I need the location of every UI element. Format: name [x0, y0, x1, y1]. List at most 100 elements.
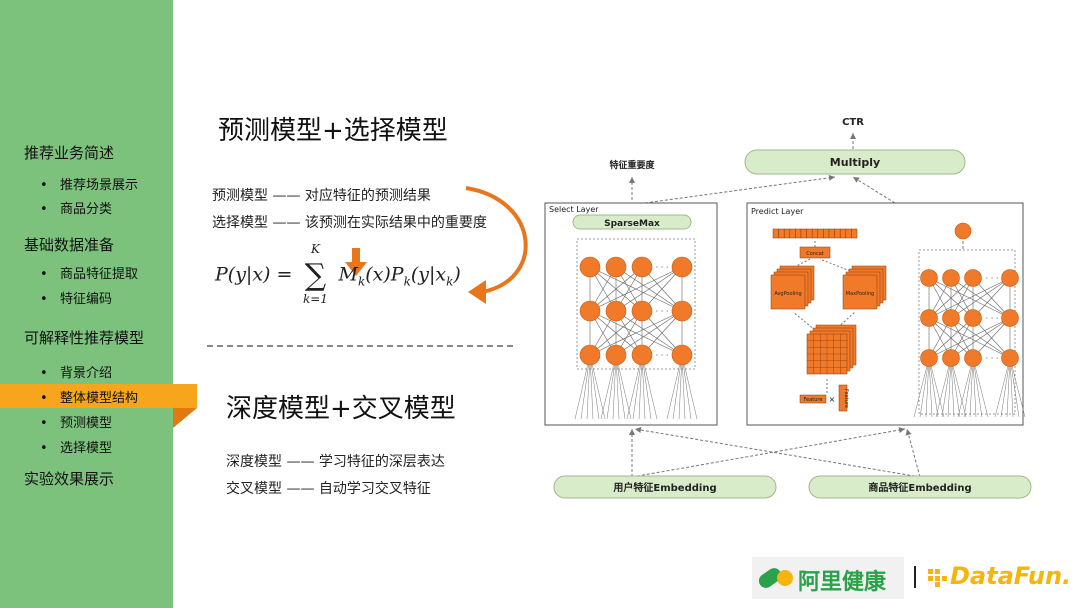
feature-row-vector [799, 394, 827, 404]
cross-model-description: 交叉模型 —— 自动学习交叉特征 [226, 481, 431, 497]
network-edge [615, 266, 683, 312]
formula-term-m: M [338, 263, 358, 286]
bullet-icon: • [40, 202, 48, 217]
formula-subscript: k [446, 274, 454, 289]
nav-item-feature-encoding[interactable]: •特征编码 [40, 288, 112, 307]
formula-sum: K ∑ k=1 [298, 242, 332, 306]
ellipsis-dots: · · · [656, 263, 669, 272]
nav-item-label: 商品分类 [60, 202, 113, 217]
user-embedding-label: 用户特征Embedding [612, 481, 716, 494]
logo-separator [914, 566, 916, 588]
input-edge [928, 357, 945, 418]
network-node [631, 344, 653, 366]
formula-upper-limit: K [310, 242, 320, 256]
bullet-icon: • [40, 366, 48, 381]
bullet-icon: • [40, 178, 48, 193]
nav-item-label: 整体模型结构 [60, 391, 139, 406]
network-node [964, 349, 982, 367]
nav-section-data-preparation[interactable]: 基础数据准备 [24, 236, 115, 254]
user-to-predict-arrow [631, 427, 906, 478]
input-edge [641, 354, 646, 420]
input-edge [589, 354, 606, 420]
nav-section-business-overview[interactable]: 推荐业务简述 [24, 144, 115, 162]
avgpooling-label: AvgPooling [774, 291, 801, 297]
input-edge [925, 357, 930, 418]
network-edge [950, 317, 1011, 359]
input-edge [1000, 357, 1011, 418]
select-to-multiply-arrow [644, 174, 836, 204]
concat-cell [806, 228, 813, 239]
input-edge [681, 354, 692, 420]
deep-net-frame [918, 249, 1016, 415]
input-edge [972, 357, 989, 418]
heading-prediction-selection: 预测模型+选择模型 [218, 116, 448, 146]
input-edge [589, 354, 594, 420]
nav-item-selection-model[interactable]: •选择模型 [40, 437, 112, 456]
concat-cell [828, 228, 835, 239]
network-edge [589, 266, 683, 312]
ellipsis-dots: · · · [986, 354, 999, 363]
ellipsis-dots: · · · [986, 314, 999, 323]
network-edge [950, 277, 1011, 319]
input-edge [600, 354, 617, 420]
network-node [671, 256, 693, 278]
concat-cell [783, 228, 791, 239]
nav-item-label: 特征编码 [60, 292, 113, 307]
item-to-predict-arrow [905, 428, 921, 478]
bullet-icon: • [40, 267, 48, 282]
input-edge [681, 354, 698, 420]
alihealth-text: 阿里健康 [798, 570, 887, 595]
concat-cell [795, 228, 802, 239]
nav-item-overall-structure[interactable]: •整体模型结构 [40, 387, 138, 406]
concat-cell [834, 228, 841, 239]
input-edge [947, 357, 952, 418]
sum-symbol: ∑ [304, 258, 327, 293]
input-edge [935, 357, 952, 418]
input-edge [589, 354, 600, 420]
network-node [1001, 349, 1019, 367]
input-edge [1009, 357, 1014, 418]
input-edge [957, 357, 974, 418]
network-node [671, 300, 693, 322]
formula-term-yx: (y|x [410, 263, 447, 286]
importance-label: 特征重要度 [609, 159, 655, 171]
network-edge [972, 317, 1011, 359]
nav-item-prediction-model[interactable]: •预测模型 [40, 412, 112, 431]
nav-item-scenario-showcase[interactable]: •推荐场景展示 [40, 174, 138, 193]
cross-symbol: × [829, 395, 836, 404]
input-edge [615, 354, 632, 420]
input-edge [678, 354, 683, 420]
network-edge [928, 277, 974, 319]
nav-item-feature-extraction[interactable]: • 商品特征提取 [40, 263, 138, 282]
input-edge [641, 354, 652, 420]
concat-cell [823, 228, 830, 239]
input-edge [672, 354, 683, 420]
network-node [942, 269, 960, 287]
input-edge [626, 354, 643, 420]
input-edge [919, 357, 930, 418]
concat-cell [811, 228, 819, 239]
feature-label-rotated: Feature [843, 389, 849, 408]
sparsemax-node [572, 214, 692, 230]
item-to-select-arrow [634, 427, 921, 478]
ellipsis-dots: · · · [656, 351, 669, 360]
network-node [920, 349, 938, 367]
nav-section-experiment-results[interactable]: 实验效果展示 [24, 470, 115, 488]
input-edge [580, 354, 591, 420]
network-node [631, 300, 653, 322]
network-node [579, 256, 601, 278]
feature-label: Feature [804, 397, 823, 403]
network-node [964, 269, 982, 287]
active-item-pointer [173, 408, 197, 428]
nav-item-background[interactable]: •背景介绍 [40, 362, 112, 381]
input-edge [606, 354, 617, 420]
curved-arrow-icon [465, 186, 528, 304]
nav-item-product-category[interactable]: • 商品分类 [40, 198, 112, 217]
network-node [920, 269, 938, 287]
nav-section-explainable-model[interactable]: 可解释性推荐模型 [24, 329, 145, 347]
formula-subscript: k [357, 274, 366, 289]
network-node [579, 344, 601, 366]
alihealth-mark-icon [758, 568, 793, 588]
nav-item-label: 商品特征提取 [60, 267, 139, 282]
input-edge [641, 354, 658, 420]
